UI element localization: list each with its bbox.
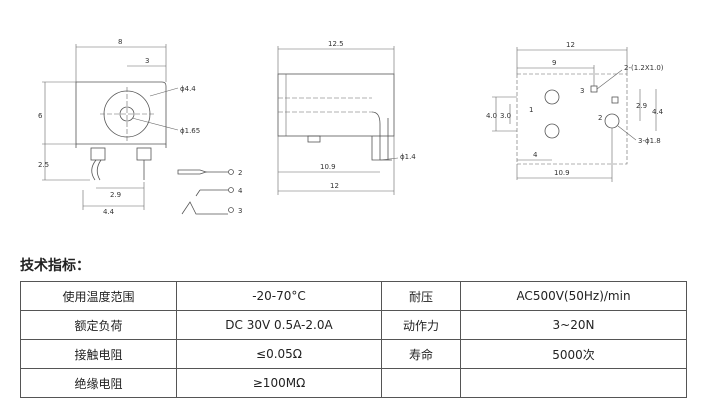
spec-label: 寿命: [381, 339, 461, 369]
pcb-dim-slot-x: 9: [552, 59, 556, 67]
front-dim-hole-dia: ϕ4.4: [180, 85, 196, 93]
table-row: 额定负荷 DC 30V 0.5A-2.0A 动作力 3~20N: [20, 310, 687, 340]
pcb-footprint-drawing: [492, 47, 657, 182]
spec-value: ≤0.05Ω: [176, 339, 382, 369]
side-dim-body: 10.9: [320, 163, 336, 171]
pcb-dim-2-9: 2.9: [636, 102, 647, 110]
spec-label: 动作力: [381, 310, 461, 340]
front-dim-height: 6: [38, 112, 43, 120]
side-dim-pin-dia: ϕ1.4: [400, 153, 416, 161]
spec-value: ≥100MΩ: [176, 368, 382, 398]
technical-drawings: 8 3 6 2.5 2.9 4.4 ϕ4.4 ϕ1.65 2 4 3 12.5 …: [38, 38, 664, 216]
spec-value: [460, 368, 687, 398]
pcb-dim-width: 12: [566, 41, 575, 49]
front-dim-pin-height: 2.5: [38, 161, 49, 169]
spec-label: 使用温度范围: [20, 281, 177, 311]
front-dim-pin-pitch: 2.9: [110, 191, 121, 199]
pcb-dim-slot-size: 2-(1.2X1.0): [624, 64, 664, 72]
front-dim-pin-span: 4.4: [103, 208, 115, 216]
spec-table: 使用温度范围 -20-70°C 耐压 AC500V(50Hz)/min 额定负荷…: [20, 281, 687, 398]
spec-value: AC500V(50Hz)/min: [460, 281, 687, 311]
spec-value: -20-70°C: [176, 281, 382, 311]
pcb-dim-4: 4: [533, 151, 538, 159]
side-dim-total: 12: [330, 182, 339, 190]
front-dim-offset: 3: [145, 57, 149, 65]
spec-label: 额定负荷: [20, 310, 177, 340]
table-row: 使用温度范围 -20-70°C 耐压 AC500V(50Hz)/min: [20, 281, 687, 311]
side-view-drawing: [277, 46, 399, 195]
pcb-dim-4-0: 4.0: [486, 112, 497, 120]
pcb-pad-3: 3: [580, 87, 584, 95]
pcb-dim-3-0: 3.0: [500, 112, 511, 120]
table-row: 绝缘电阻 ≥100MΩ: [20, 368, 687, 398]
spec-label: [381, 368, 461, 398]
front-view-drawing: [42, 44, 179, 210]
spec-value: 3~20N: [460, 310, 687, 340]
spec-label: 接触电阻: [20, 339, 177, 369]
pcb-pad-2: 2: [598, 114, 602, 122]
side-dim-length: 12.5: [328, 40, 344, 48]
schematic-pin-3: 3: [238, 207, 242, 215]
pcb-pad-1: 1: [529, 106, 533, 114]
table-row: 接触电阻 ≤0.05Ω 寿命 5000次: [20, 339, 687, 369]
spec-label: 耐压: [381, 281, 461, 311]
spec-value: 5000次: [460, 339, 687, 369]
schematic-pin-4: 4: [238, 187, 243, 195]
spec-value: DC 30V 0.5A-2.0A: [176, 310, 382, 340]
pcb-dim-10-9: 10.9: [554, 169, 570, 177]
spec-label: 绝缘电阻: [20, 368, 177, 398]
schematic-pin-2: 2: [238, 169, 242, 177]
pcb-dim-hole-dia: 3-ϕ1.8: [638, 137, 661, 145]
front-dim-pin-dia: ϕ1.65: [180, 127, 200, 135]
schematic-drawing: [177, 169, 234, 215]
pcb-dim-4-4: 4.4: [652, 108, 664, 116]
spec-heading: 技术指标：: [20, 258, 90, 274]
front-dim-width: 8: [118, 38, 122, 46]
